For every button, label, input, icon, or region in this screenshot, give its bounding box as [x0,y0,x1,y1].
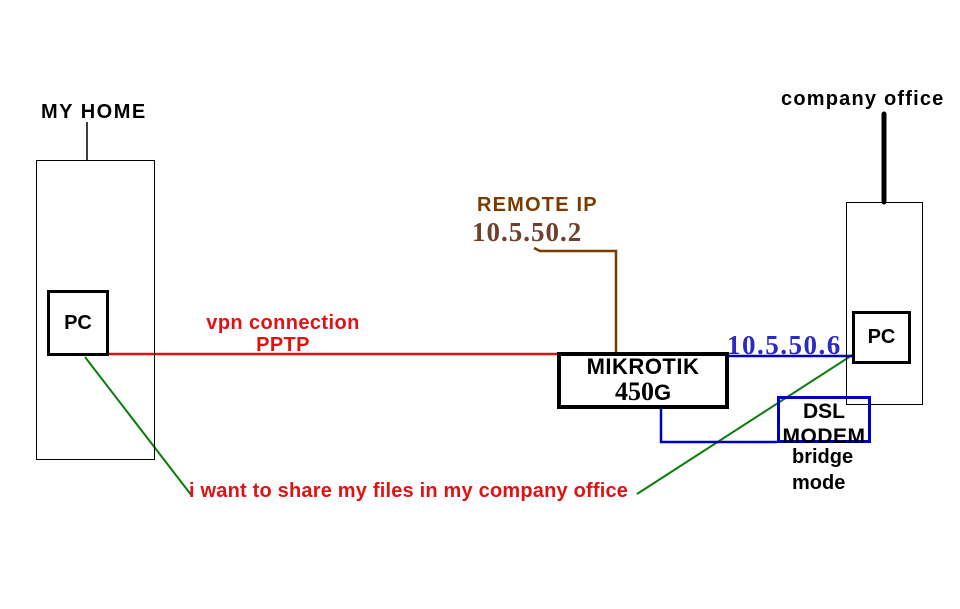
modem-mode-label: bridge mode [792,444,853,496]
modem-label-line2: MODEM [782,425,866,448]
remote-ip-value: 10.5.50.2 [472,217,583,247]
share-files-right-line [636,351,858,495]
wan-ip-value: 10.5.50.6 [727,330,842,360]
router-model-number: 450 [614,377,654,407]
office-pc-label: PC [867,326,896,348]
vpn-label-line2: PPTP [256,334,310,356]
router-model-letter: G [653,380,672,406]
router-name: MIKROTIK [586,354,700,380]
share-files-left-line [84,356,193,497]
home-pc-box: PC [47,290,109,356]
home-box [36,160,155,460]
office-title: company office [781,88,945,110]
router-model: 450G [615,378,671,405]
vpn-label-line1: vpn connection [206,312,360,334]
office-box [846,202,923,405]
home-title: MY HOME [41,101,147,123]
remote-ip-pointer-line [533,246,618,352]
office-pc-box: PC [852,311,911,364]
vpn-label: vpn connection PPTP [200,312,366,356]
share-files-note: i want to share my files in my company o… [189,480,629,502]
modem-label-line1: DSL [803,400,845,423]
router-box: MIKROTIK 450G [557,352,729,409]
modem-box: DSL MODEM [777,396,871,448]
home-pc-label: PC [64,311,92,334]
modem-mode-line2: mode [792,472,846,494]
remote-ip-title: REMOTE IP [477,194,598,216]
router-modem-line [659,408,777,444]
modem-mode-line1: bridge [792,446,854,468]
